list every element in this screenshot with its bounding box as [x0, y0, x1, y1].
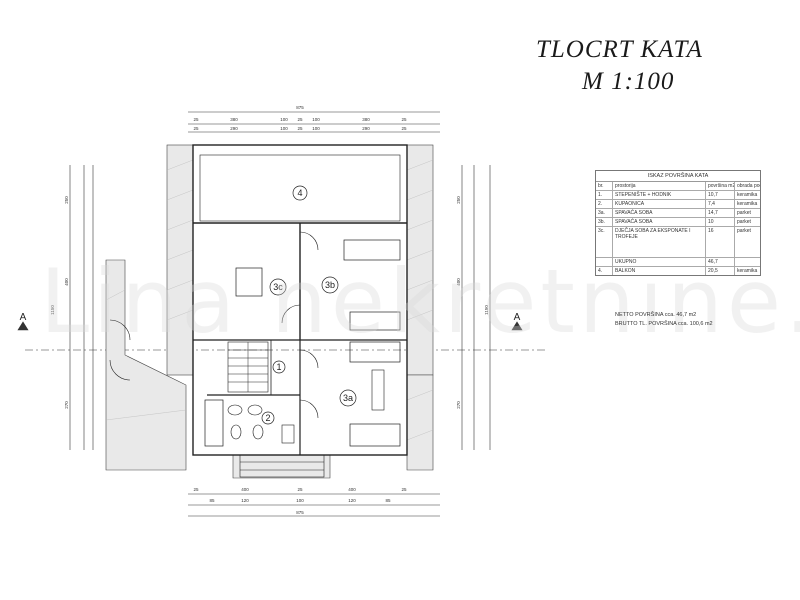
table-row: 2. KUPAONICA 7,4 keramika: [596, 200, 760, 209]
dim-top: 25: [401, 126, 407, 131]
dim-top: 100: [280, 126, 288, 131]
dim-left-total: 1150: [50, 305, 55, 315]
dim-top: 25: [193, 126, 199, 131]
room-label: 3c: [273, 282, 283, 292]
dim-top: 100: [280, 117, 288, 122]
dim-top: 380: [362, 117, 370, 122]
dim-bottom: 400: [241, 487, 249, 492]
dim-top: 290: [362, 126, 370, 131]
table-row: 3a. SPAVAĆA SOBA 14,7 parket: [596, 209, 760, 218]
dim-top: 25: [193, 117, 199, 122]
table-row-total: UKUPNO 46,7: [596, 258, 760, 267]
drawing-title: TLOCRT KATA: [536, 36, 703, 63]
dim-left: 270: [64, 401, 69, 409]
dim-top: 290: [230, 126, 238, 131]
dim-bottom: 85: [209, 498, 215, 503]
area-totals: NETTO POVRŠINA cca. 46,7 m2 BRUTTO TL. P…: [615, 311, 713, 329]
table-row: 4. BALKON 20,5 keramika: [598, 267, 758, 275]
dim-right: 400: [456, 278, 461, 286]
area-table: ISKAZ POVRŠINA KATA br. prostorija površ…: [595, 170, 761, 276]
dim-top: 25: [297, 117, 303, 122]
room-label: 3b: [325, 280, 335, 290]
dim-top: 25: [297, 126, 303, 131]
room-label: 2: [265, 413, 270, 423]
brutto-area: BRUTTO TL. POVRŠINA cca. 100,6 m2: [615, 321, 713, 327]
dim-bottom: 100: [296, 498, 304, 503]
dim-left: 250: [64, 196, 69, 204]
dim-right: 250: [456, 196, 461, 204]
dim-bottom-total: 875: [296, 510, 304, 515]
room-label: 4: [297, 188, 302, 198]
room-label: 1: [276, 362, 281, 372]
dim-top: 100: [312, 117, 320, 122]
section-label-left: A: [20, 312, 27, 323]
dim-bottom: 400: [348, 487, 356, 492]
dim-bottom: 120: [241, 498, 249, 503]
dim-bottom: 85: [385, 498, 391, 503]
dim-top: 25: [401, 117, 407, 122]
room-label: 3a: [343, 393, 353, 403]
dim-right-total: 1150: [484, 305, 489, 315]
dim-left: 400: [64, 278, 69, 286]
dim-bottom: 25: [297, 487, 303, 492]
table-row: 3b. SPAVAĆA SOBA 10 parket: [596, 218, 760, 227]
table-header-row: br. prostorija površina m2 obrada poda: [596, 182, 760, 191]
dim-bottom: 25: [401, 487, 407, 492]
dim-top-total: 875: [296, 105, 304, 110]
dim-top: 100: [312, 126, 320, 131]
section-label-right: A: [514, 312, 521, 323]
dim-bottom: 25: [193, 487, 199, 492]
dim-right: 270: [456, 401, 461, 409]
table-row: 1. STEPENIŠTE + HODNIK 10,7 keramika: [596, 191, 760, 200]
dim-bottom: 120: [348, 498, 356, 503]
area-table-heading: ISKAZ POVRŠINA KATA: [596, 171, 760, 182]
table-row: 3c. DJEČJA SOBA ZA EKSPONATE I TROFEJE 1…: [596, 227, 760, 258]
dim-top: 380: [230, 117, 238, 122]
netto-area: NETTO POVRŠINA cca. 46,7 m2: [615, 312, 697, 318]
drawing-scale: M 1:100: [582, 68, 675, 95]
